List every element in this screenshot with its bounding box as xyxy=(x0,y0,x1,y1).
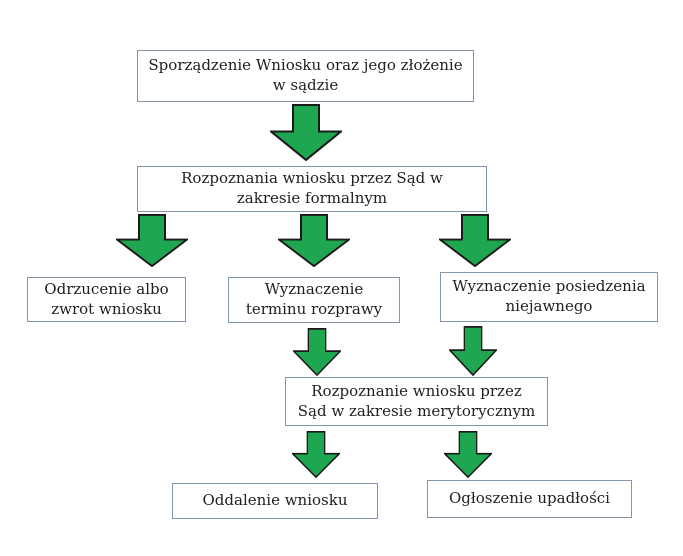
node-wyznaczenie-terminu: Wyznaczenie terminu rozprawy xyxy=(228,277,400,323)
arrow-sporzadzenie-to-formalne xyxy=(270,104,342,161)
node-odrzucenie-zwrot: Odrzucenie albo zwrot wniosku xyxy=(27,277,186,322)
node-wyznaczenie-posiedzenia: Wyznaczenie posiedzenia niejawnego xyxy=(440,272,658,322)
node-oddalenie-wniosku: Oddalenie wniosku xyxy=(172,483,378,519)
node-rozpoznanie-merytoryczne: Rozpoznanie wniosku przez Sąd w zakresie… xyxy=(285,377,548,426)
arrow-formalne-to-posiedzenie xyxy=(439,214,511,267)
arrow-merytoryczne-to-oddalenie xyxy=(292,431,340,478)
arrow-termin-to-merytoryczne xyxy=(293,328,341,376)
arrow-formalne-to-odrzucenie xyxy=(116,214,188,267)
arrow-merytoryczne-to-ogloszenie xyxy=(444,431,492,478)
arrow-formalne-to-termin xyxy=(278,214,350,267)
node-sporzadzenie-wniosku: Sporządzenie Wniosku oraz jego złożenie … xyxy=(137,50,474,102)
node-rozpoznanie-formalne: Rozpoznania wniosku przez Sąd w zakresie… xyxy=(137,166,487,212)
arrow-posiedzenie-to-merytoryczne xyxy=(449,326,497,376)
node-ogloszenie-upadlosci: Ogłoszenie upadłości xyxy=(427,480,632,518)
